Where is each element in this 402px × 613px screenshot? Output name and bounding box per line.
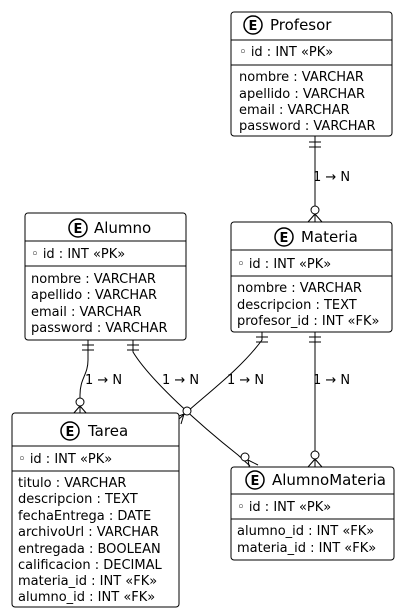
entity-icon <box>60 421 80 441</box>
entity-pk: ◦ id : INT «PK» <box>239 45 333 60</box>
relation-label: 1 → N <box>227 373 264 388</box>
entity-field: email : VARCHAR <box>239 103 350 118</box>
entity-field: nombre : VARCHAR <box>239 70 364 85</box>
entity-field: materia_id : INT «FK» <box>18 574 157 589</box>
entity-title: Tarea <box>87 422 128 440</box>
entity-field: descripcion : TEXT <box>237 298 357 313</box>
entity-materia: E Materia ◦ id : INT «PK» nombre : VARCH… <box>230 221 393 333</box>
entity-field: email : VARCHAR <box>31 305 142 320</box>
entity-badge: E <box>249 19 258 34</box>
entity-field: entregada : BOOLEAN <box>18 542 161 557</box>
entity-icon <box>68 218 88 238</box>
relation-label: 1 → N <box>313 170 350 185</box>
relation-label: 1 → N <box>313 373 350 388</box>
entity-field: alumno_id : INT «FK» <box>18 590 155 605</box>
entity-field: password : VARCHAR <box>239 119 375 134</box>
relation-materia-alumnomateria: 1 → N <box>307 332 350 468</box>
entity-icon <box>274 227 294 247</box>
relation-alumno-tarea: 1 → N <box>72 340 122 415</box>
entity-title: Profesor <box>270 16 332 34</box>
entity-field: fechaEntrega : DATE <box>18 509 151 524</box>
relation-materia-tarea: 1 → N <box>173 332 268 425</box>
entity-field: apellido : VARCHAR <box>31 288 157 303</box>
entity-pk: ◦ id : INT «PK» <box>237 257 331 272</box>
entity-title: Alumno <box>94 219 151 237</box>
entity-profesor: E Profesor ◦ id : INT «PK» nombre : VARC… <box>230 11 393 137</box>
entity-alumnomateria: E AlumnoMateria ◦ id : INT «PK» alumno_i… <box>230 466 395 561</box>
entity-field: titulo : VARCHAR <box>18 476 126 491</box>
entity-field: archivoUrl : VARCHAR <box>18 525 159 540</box>
entity-alumno: E Alumno ◦ id : INT «PK» nombre : VARCHA… <box>24 212 187 341</box>
entity-field: calificacion : DECIMAL <box>18 558 162 573</box>
entity-field: profesor_id : INT «FK» <box>237 314 379 329</box>
entity-field: alumno_id : INT «FK» <box>237 524 374 539</box>
relation-label: 1 → N <box>85 373 122 388</box>
entity-pk: ◦ id : INT «PK» <box>237 500 331 515</box>
relation-label: 1 → N <box>162 373 199 388</box>
entity-pk: ◦ id : INT «PK» <box>18 452 112 467</box>
entity-field: materia_id : INT «FK» <box>237 541 376 556</box>
entity-field: nombre : VARCHAR <box>31 272 156 287</box>
entity-pk: ◦ id : INT «PK» <box>31 247 125 262</box>
entity-icon <box>245 470 265 490</box>
entity-title: Materia <box>301 228 358 246</box>
entity-tarea: E Tarea ◦ id : INT «PK» titulo : VARCHAR… <box>11 412 180 608</box>
entity-badge: E <box>280 231 289 246</box>
entity-badge: E <box>66 425 75 440</box>
entity-icon <box>243 15 263 35</box>
entity-badge: E <box>251 474 260 489</box>
entity-field: descripcion : TEXT <box>18 492 138 507</box>
entity-field: nombre : VARCHAR <box>237 281 362 296</box>
entity-badge: E <box>74 222 83 237</box>
entity-field: apellido : VARCHAR <box>239 87 365 102</box>
relation-profesor-materia: 1 → N <box>307 136 350 223</box>
entity-field: password : VARCHAR <box>31 321 167 336</box>
entity-title: AlumnoMateria <box>272 471 386 489</box>
